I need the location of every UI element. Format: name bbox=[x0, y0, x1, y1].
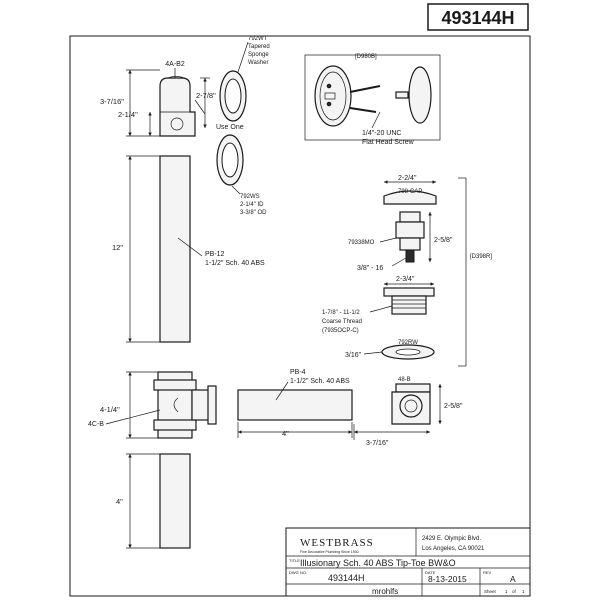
svg-text:Flat Head Screw: Flat Head Screw bbox=[362, 139, 415, 146]
pop-up-cap bbox=[395, 66, 432, 124]
drawing-number: 493144H bbox=[328, 573, 365, 583]
label-use-one: Use One bbox=[216, 124, 244, 131]
dim-elbow-height: 3-7/16" bbox=[100, 97, 124, 106]
label-thread-38: 3/8" - 16 bbox=[357, 265, 383, 272]
faceplate-d980b bbox=[314, 65, 352, 127]
company-address-1: 2429 E. Olympic Blvd. bbox=[422, 536, 481, 542]
pipe-pb4 bbox=[237, 389, 353, 421]
drawing-title: Illusionary Sch. 40 ABS Tip-Toe BW&O bbox=[300, 558, 456, 568]
sheet-label: Sheet bbox=[484, 589, 497, 594]
label-pb4: PB-4 bbox=[290, 369, 306, 376]
part-number: 493144H bbox=[441, 8, 514, 28]
dim-thread-width: 2-3/4" bbox=[396, 276, 415, 283]
dim-elbow-upper: 2-7/8" bbox=[196, 91, 216, 100]
sheet-total: 1 bbox=[522, 589, 525, 594]
company-address-2: Los Angeles, CA 90021 bbox=[422, 546, 485, 552]
label-tee: 4C-B bbox=[88, 421, 104, 428]
label-d980b: [D980B] bbox=[355, 54, 377, 60]
stem-79338mo bbox=[395, 211, 425, 263]
dim-shoe-height: 2-5/8" bbox=[444, 403, 463, 410]
company-tagline: Fine Decorative Plumbing Since 1930 bbox=[300, 550, 359, 554]
tail-pipe bbox=[159, 453, 191, 549]
rev-label: REV bbox=[483, 570, 492, 575]
dim-pb4-length: 4" bbox=[282, 429, 289, 438]
sheet-value: 1 bbox=[505, 589, 508, 594]
elbow-4ab2 bbox=[159, 76, 206, 137]
pipe-pb12 bbox=[159, 155, 191, 343]
label-792rw: 792RW bbox=[398, 340, 418, 346]
svg-text:Washer: Washer bbox=[248, 60, 268, 66]
drawn-by: mrohlfs bbox=[372, 587, 398, 596]
revision: A bbox=[510, 574, 516, 584]
label-pb4-spec: 1-1/2" Sch. 40 ABS bbox=[290, 378, 350, 385]
svg-text:Sponge: Sponge bbox=[248, 52, 269, 58]
dwg-label: DWG NO. bbox=[289, 570, 307, 575]
washer-792rw bbox=[381, 344, 435, 360]
part-number-box: 493144H bbox=[427, 3, 529, 31]
flat-head-screws bbox=[349, 85, 381, 113]
washer-792wt bbox=[219, 70, 247, 122]
company-logo: WESTBRASS bbox=[300, 537, 374, 549]
drawing-border bbox=[69, 35, 531, 597]
shoe-48b bbox=[391, 383, 431, 425]
washer-792ws bbox=[216, 134, 244, 186]
label-stem: 79338MO bbox=[348, 240, 375, 246]
svg-text:Tapered: Tapered bbox=[248, 44, 270, 50]
tee-4cb bbox=[153, 371, 217, 439]
label-d398r: [D398R] bbox=[470, 254, 492, 260]
cap-798 bbox=[383, 190, 437, 205]
label-screw: 1/4"-20 UNC bbox=[362, 130, 401, 137]
svg-text:Coarse Thread: Coarse Thread bbox=[322, 319, 362, 325]
label-elbow: 4A-B2 bbox=[165, 61, 185, 68]
svg-text:3-3/8" OD: 3-3/8" OD bbox=[240, 210, 267, 216]
dim-pipe-length: 12" bbox=[112, 243, 123, 252]
drawing-date: 8-13-2015 bbox=[428, 574, 467, 584]
dim-cap-width: 2-2/4" bbox=[398, 175, 417, 182]
label-coarse: 1-7/8" - 11-1/2 bbox=[322, 310, 360, 316]
dim-tee-height: 4-1/4" bbox=[100, 405, 120, 414]
svg-text:(7935OCP-C): (7935OCP-C) bbox=[322, 328, 359, 334]
title-block bbox=[285, 527, 531, 597]
label-cap: 798-CAP bbox=[398, 189, 422, 195]
label-pb12-spec: 1-1/2" Sch. 40 ABS bbox=[205, 260, 265, 267]
faceplate-bracket bbox=[304, 54, 441, 141]
dim-tail-length: 4" bbox=[116, 497, 123, 506]
strainer-body bbox=[383, 287, 435, 315]
title-label: TITLE bbox=[289, 558, 300, 563]
dim-washer-thickness: 3/16" bbox=[345, 352, 362, 359]
sheet-of: of bbox=[512, 589, 517, 594]
label-792ws: 792WS bbox=[240, 194, 260, 200]
svg-text:2-1/4" ID: 2-1/4" ID bbox=[240, 202, 264, 208]
label-shoe: 48-B bbox=[398, 377, 411, 383]
dim-stem-height: 2-5/8" bbox=[434, 237, 453, 244]
label-pb12: PB-12 bbox=[205, 251, 225, 258]
dim-elbow-lower: 2-1/4" bbox=[118, 110, 138, 119]
dim-shoe-width: 3-7/16" bbox=[366, 440, 389, 447]
label-792wt: 792WT bbox=[248, 36, 268, 42]
date-label: DATE bbox=[425, 570, 436, 575]
